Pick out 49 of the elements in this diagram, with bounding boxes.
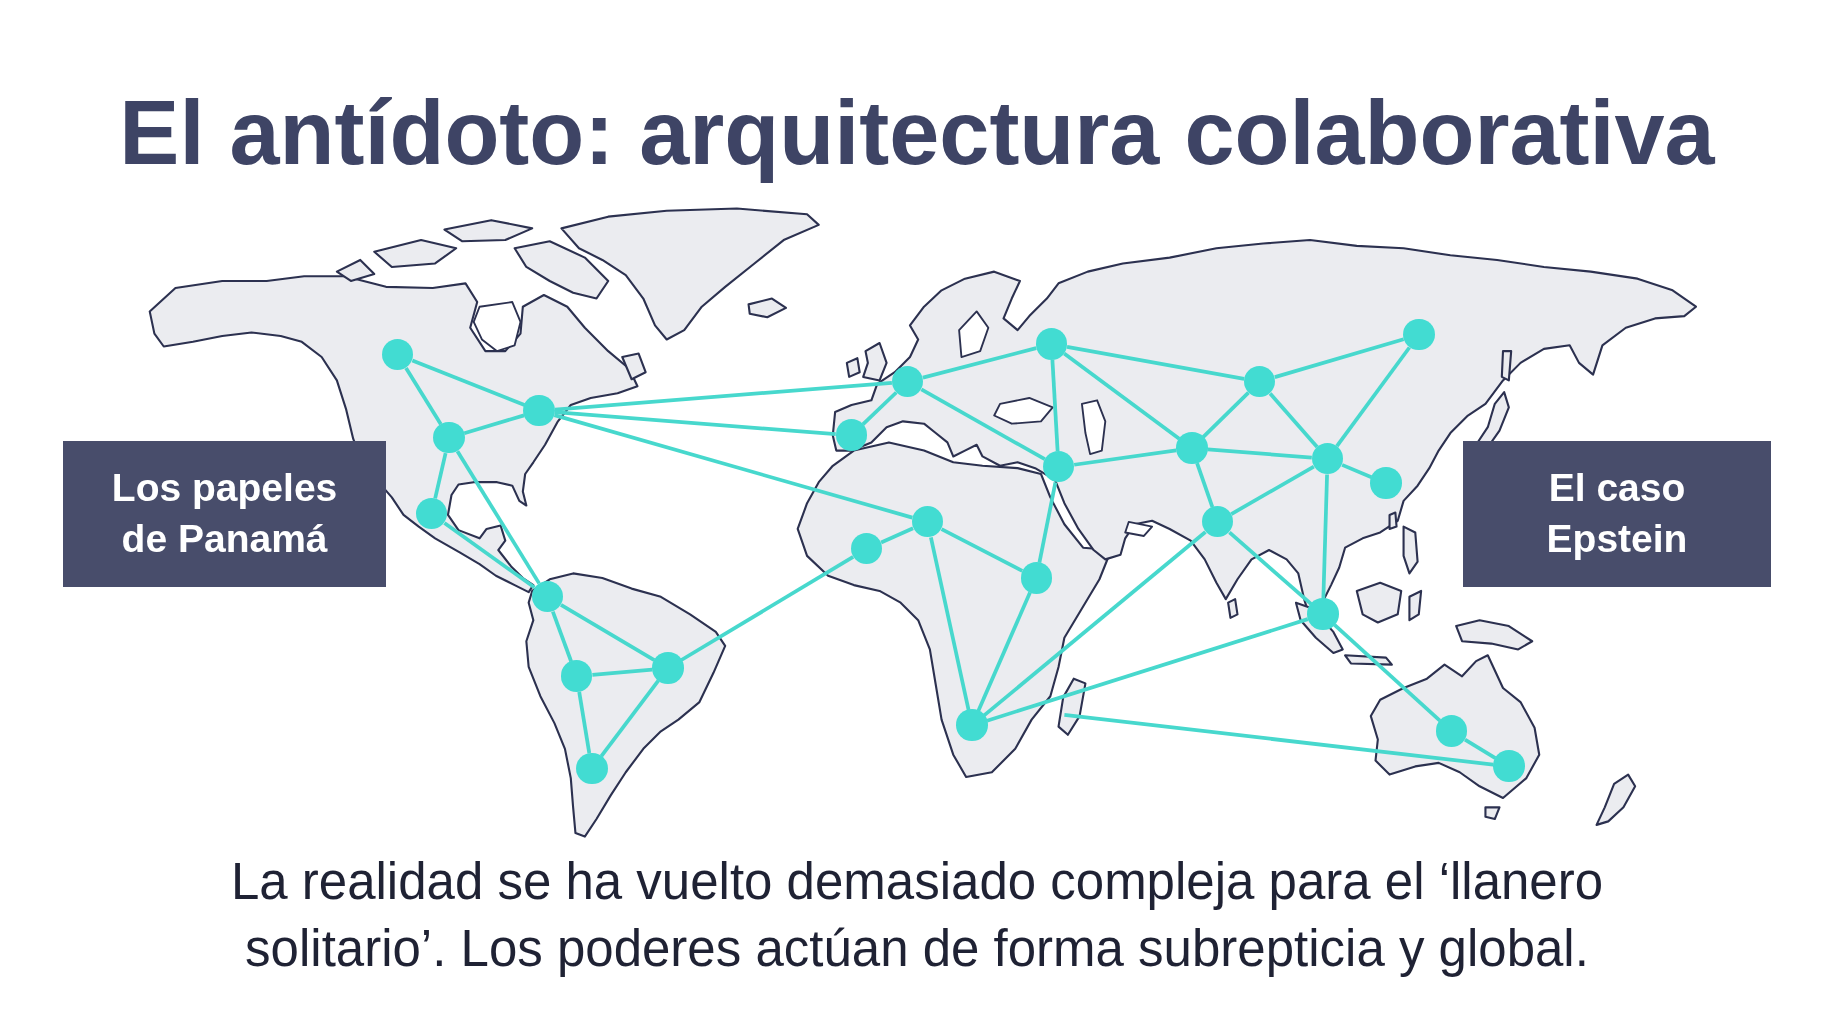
connection-line	[861, 391, 898, 426]
connection-line	[599, 679, 660, 758]
connection-line	[404, 367, 443, 426]
connection-line	[1341, 463, 1373, 479]
connection-line	[880, 526, 914, 545]
connection-line	[982, 530, 1207, 717]
connection-line	[554, 380, 893, 412]
connection-line	[1201, 391, 1250, 439]
caption-text: La realidad se ha vuelto demasiado compleja para el ‘llanero solitario’. Los poderes actúan de forma subrepticia y global.	[229, 852, 1605, 980]
connection-line	[1195, 462, 1215, 508]
connection-line	[1333, 623, 1442, 723]
case-panel	[1463, 440, 1771, 588]
connection-line	[1063, 352, 1181, 441]
connection-line	[463, 413, 525, 435]
connection-line	[929, 536, 971, 711]
connection-line	[455, 450, 541, 585]
connection-line	[976, 591, 1032, 712]
connection-line	[577, 691, 592, 754]
connection-line	[443, 521, 536, 590]
connection-line	[1335, 346, 1411, 448]
connection-line	[1321, 474, 1329, 599]
connection-line	[1050, 359, 1060, 452]
connection-line	[1228, 530, 1313, 606]
connection-line	[920, 387, 1046, 461]
connection-line	[554, 410, 836, 436]
connection-line	[922, 346, 1037, 380]
case-title: Los papeles de Panamá	[110, 465, 339, 563]
connection-line	[560, 603, 656, 662]
connection-line	[1268, 392, 1319, 449]
title: El antídoto: arquitectura colaborativa	[119, 86, 1715, 181]
node-dot-icon	[1307, 598, 1339, 630]
case-panel	[63, 440, 386, 588]
connection-line	[1207, 447, 1312, 460]
case-title: El caso Epstein	[1545, 465, 1689, 563]
connection-line	[433, 452, 448, 499]
connection-line	[551, 610, 573, 663]
connection-line	[553, 413, 913, 520]
connection-line	[1073, 448, 1177, 467]
connection-line	[940, 527, 1024, 573]
connection-line	[1066, 345, 1245, 381]
connection-line	[1037, 482, 1058, 563]
connection-line	[680, 555, 855, 662]
connection-line	[1064, 713, 1494, 767]
connection-line	[986, 617, 1309, 723]
connection-line	[1230, 465, 1315, 516]
connection-line	[1274, 337, 1405, 379]
connection-line	[411, 358, 526, 407]
connection-line	[592, 667, 653, 677]
connection-line	[1464, 737, 1497, 760]
